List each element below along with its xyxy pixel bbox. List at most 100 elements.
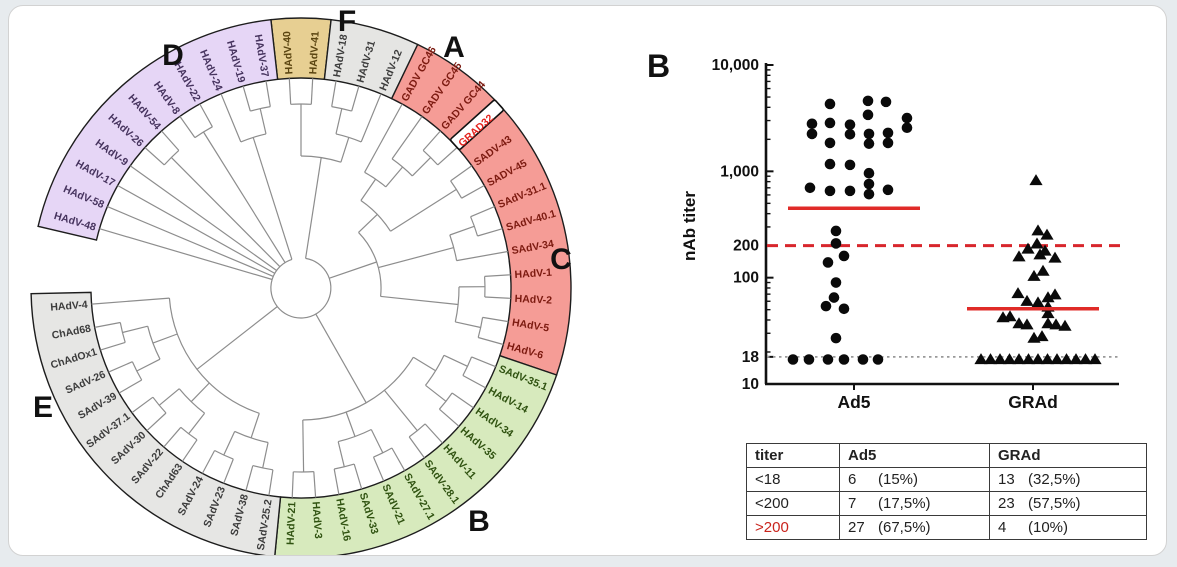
branch-line [313,471,317,498]
tree-leaf-label: HAdV-4 [50,299,88,314]
branch-line [152,333,178,344]
branch-line [413,356,436,372]
scatter-point-grad [1029,174,1043,186]
branch-line [190,382,210,403]
scatter-point-grad [1012,317,1026,329]
branch-line [94,321,121,328]
branch-line [188,412,206,435]
scatter-point-ad5 [863,167,875,179]
branch-line [408,436,425,459]
branch-line [201,450,216,474]
branch-line [107,206,274,277]
branch-line [391,447,406,471]
scatter-point-ad5 [824,98,836,110]
scatter-point-grad [1041,307,1055,319]
branch-line [390,188,457,232]
scatter-point-ad5 [882,137,894,149]
branch-line [91,297,170,305]
branch-line [161,130,180,151]
panel-label-b: B [647,48,670,84]
tree-leaf-label: HAdV-5 [511,317,550,335]
branch-line [340,137,350,163]
branch-line [291,471,294,498]
scatter-point-grad [1012,353,1026,365]
clade-letter-C: C [550,243,572,276]
branch-line [129,165,277,271]
clade-letter-F: F [338,5,356,38]
scatter-point-grad [1020,318,1034,330]
branch-line [462,374,486,389]
clade-letter-A: A [443,31,465,64]
scatter-point-grad [1050,353,1064,365]
branch-line [223,431,236,456]
scatter-point-ad5 [830,225,842,237]
scatter-point-grad [1031,224,1045,236]
scatter-point-ad5 [857,354,869,365]
scatter-point-ad5 [863,138,875,149]
scatter-point-ad5 [872,354,884,365]
scatter-point-grad [1041,291,1055,303]
branch-line [310,78,314,105]
scatter-point-grad [1048,251,1062,263]
branch-line [345,411,356,437]
scatter-point-ad5 [830,332,842,344]
branch-line [411,156,432,177]
scatter-point-grad [1020,294,1034,306]
branch-line [451,392,474,409]
branch-line [351,85,360,112]
x-category-label: GRAd [1008,392,1058,412]
branch-line [170,156,281,268]
x-category-label: Ad5 [837,392,870,412]
branch-line [245,465,254,491]
scatter-point-ad5 [822,257,834,268]
scatter-point-ad5 [830,238,842,249]
y-tick-label: 10 [742,376,759,393]
group-band-E [30,291,282,555]
scatter-point-ad5 [803,354,815,365]
branch-line [455,321,481,329]
ad5-count-cell: 7(17,5%) [839,491,990,516]
scatter-point-ad5 [824,137,836,149]
scatter-point-grad [1058,319,1072,331]
branch-line [196,306,278,370]
branch-line [383,389,418,431]
clade-letter-D: D [162,39,184,72]
scatter-point-grad [1040,353,1055,365]
y-tick-label: 100 [733,270,759,287]
scatter-point-grad [1030,237,1044,249]
branch-line [364,103,403,173]
branch-line [118,379,142,394]
branch-line [242,85,251,112]
scatter-point-ad5 [863,128,875,140]
tree-leaf-label: HAdV-3 [310,501,325,539]
scatter-point-ad5 [844,129,856,140]
tree-leaf-label: HAdV-41 [307,31,321,75]
titer-range-cell: <18 [746,467,840,492]
branch-line [370,429,384,454]
branch-line [437,147,458,166]
grad-count-cell: 13(32,5%) [989,467,1147,492]
branch-line [470,206,495,218]
ad5-count-cell: 27(67,5%) [839,515,990,540]
branch-line [179,116,196,138]
table-header-row: titer Ad5 GRAd [746,443,1147,468]
tree-leaf-label: HAdV-21 [285,501,299,545]
branch-line [136,358,161,372]
branch-line [144,147,165,166]
branch-line [461,184,485,199]
scatter-point-ad5 [862,109,874,121]
scatter-point-grad [1031,296,1045,308]
group-bands [30,17,572,555]
col-header-titer: titer [746,443,840,468]
scatter-point-ad5 [863,178,875,190]
scatter-point-ad5 [882,127,894,139]
scatter-point-ad5 [828,292,840,303]
scatter-point-ad5 [901,122,913,134]
branch-line [471,356,496,368]
scatter-point-grad [1012,250,1026,262]
scatter-point-ad5 [844,159,856,171]
branch-line [477,228,503,237]
